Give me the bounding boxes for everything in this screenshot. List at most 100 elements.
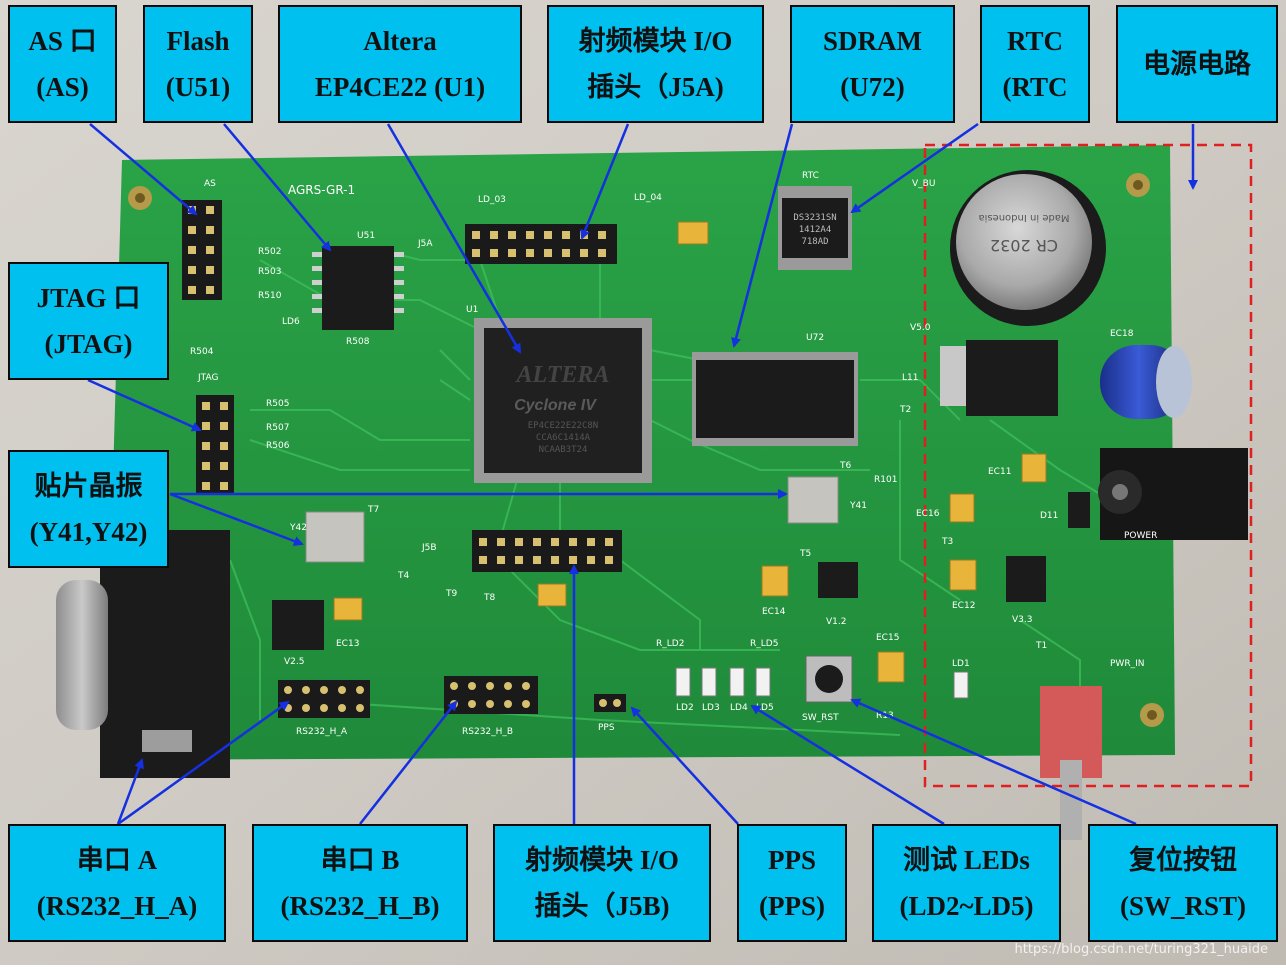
svg-text:T1: T1 [1035, 641, 1047, 651]
power-regulator [940, 340, 1058, 416]
svg-text:LD1: LD1 [952, 659, 970, 669]
svg-text:V3.3: V3.3 [1012, 615, 1032, 625]
label-as-line1: AS 口 [28, 26, 97, 56]
reset-button-part [805, 655, 853, 703]
label-flash: Flash (U51) [143, 5, 253, 123]
test-leds [675, 667, 969, 699]
svg-text:1412A4: 1412A4 [799, 225, 832, 235]
svg-text:CCA6C1414A: CCA6C1414A [536, 433, 591, 443]
label-as-line2: (AS) [36, 72, 89, 102]
label-serial-b: 串口 B (RS232_H_B) [252, 824, 468, 942]
label-flash-line1: Flash [166, 26, 230, 56]
label-leds: 测试 LEDs (LD2~LD5) [872, 824, 1061, 942]
svg-text:AS: AS [204, 179, 216, 189]
label-sdram-line1: SDRAM [823, 26, 922, 56]
label-j5a: 射频模块 I/O 插头（J5A) [547, 5, 764, 123]
label-jtag: JTAG 口 (JTAG) [8, 262, 169, 380]
small-regulators [272, 492, 1090, 650]
label-serial-a: 串口 A (RS232_H_A) [8, 824, 226, 942]
label-as: AS 口 (AS) [8, 5, 117, 123]
svg-text:LD4: LD4 [730, 703, 748, 713]
svg-text:SW_RST: SW_RST [802, 713, 839, 723]
label-crystals-line1: 贴片晶振 [34, 471, 143, 501]
svg-text:RTC: RTC [802, 171, 819, 181]
svg-text:T4: T4 [397, 571, 409, 581]
svg-text:R507: R507 [266, 423, 289, 433]
coin-battery: Made in Indonesia CR 2032 [950, 170, 1106, 326]
svg-text:T7: T7 [367, 505, 379, 515]
label-fpga: Altera EP4CE22 (U1) [278, 5, 522, 123]
rtc-chip: DS3231SN 1412A4 718AD [778, 186, 852, 270]
as-header [182, 200, 222, 300]
svg-text:V5.0: V5.0 [910, 323, 931, 333]
svg-text:U1: U1 [466, 305, 478, 315]
svg-text:ALTERA: ALTERA [515, 362, 610, 388]
svg-text:Made in Indonesia: Made in Indonesia [978, 212, 1069, 223]
label-serial-b-line1: 串口 B [320, 845, 400, 875]
label-flash-line2: (U51) [165, 72, 231, 102]
svg-text:718AD: 718AD [801, 237, 828, 247]
svg-text:AGRS-GR-1: AGRS-GR-1 [288, 183, 355, 197]
svg-text:Y42: Y42 [289, 523, 307, 533]
flash-chip [312, 246, 404, 330]
svg-text:T8: T8 [483, 593, 495, 603]
label-fpga-line2: EP4CE22 (U1) [314, 72, 486, 102]
svg-text:R502: R502 [258, 247, 281, 257]
svg-text:DS3231SN: DS3231SN [793, 213, 836, 223]
svg-text:V1.2: V1.2 [826, 617, 846, 627]
svg-text:EC11: EC11 [988, 467, 1011, 477]
rs232-b-header [444, 676, 538, 714]
rs232-a-header [278, 680, 370, 718]
label-sdram-line2: (U72) [840, 72, 905, 102]
svg-text:EC15: EC15 [876, 633, 899, 643]
label-j5a-line2: 插头（J5A) [587, 72, 724, 102]
j5b-header [472, 530, 622, 572]
label-reset-line2: (SW_RST) [1119, 891, 1247, 921]
svg-text:CR 2032: CR 2032 [990, 236, 1058, 255]
label-serial-b-line2: (RS232_H_B) [280, 891, 440, 921]
svg-text:R504: R504 [190, 347, 214, 357]
j5a-header [465, 224, 617, 264]
power-circuit-outline [923, 143, 1253, 788]
svg-text:LD2: LD2 [676, 703, 694, 713]
label-j5a-line1: 射频模块 I/O [578, 26, 733, 56]
label-reset: 复位按钮 (SW_RST) [1088, 824, 1278, 942]
label-j5b-line2: 插头（J5B) [534, 891, 670, 921]
svg-text:Cyclone IV: Cyclone IV [514, 397, 597, 414]
fpga-chip: ALTERA Cyclone IV EP4CE22E22C8N CCA6C141… [474, 318, 652, 483]
svg-text:EC16: EC16 [916, 509, 940, 519]
label-pps-line1: PPS [767, 845, 816, 875]
label-jtag-line1: JTAG 口 [36, 283, 141, 313]
label-pps: PPS (PPS) [737, 824, 847, 942]
callout-arrows [87, 122, 1198, 826]
svg-text:V2.5: V2.5 [284, 657, 304, 667]
label-sdram: SDRAM (U72) [790, 5, 955, 123]
svg-text:J5A: J5A [417, 239, 433, 249]
svg-text:D11: D11 [1040, 511, 1058, 521]
svg-text:U72: U72 [806, 333, 824, 343]
svg-text:RS232_H_A: RS232_H_A [296, 727, 348, 737]
svg-text:R_LD5: R_LD5 [750, 639, 778, 649]
label-serial-a-line2: (RS232_H_A) [36, 891, 198, 921]
label-jtag-line2: (JTAG) [44, 329, 133, 359]
svg-text:Y41: Y41 [849, 501, 867, 511]
svg-text:T3: T3 [941, 537, 953, 547]
svg-text:R510: R510 [258, 291, 282, 301]
label-reset-line1: 复位按钮 [1129, 845, 1237, 875]
svg-text:NCAAB3T24: NCAAB3T24 [539, 445, 588, 455]
svg-text:LD6: LD6 [282, 317, 300, 327]
svg-text:EP4CE22E22C8N: EP4CE22E22C8N [528, 421, 598, 431]
svg-text:EC14: EC14 [762, 607, 786, 617]
silkscreen: AGRS-GR-1 AS U51 J5A LD_03 LD_04 RTC U1 … [190, 171, 1157, 737]
svg-text:LD5: LD5 [756, 703, 774, 713]
svg-text:JTAG: JTAG [197, 373, 218, 383]
db9-connector [56, 530, 230, 778]
electrolytic-capacitor [1100, 345, 1192, 419]
svg-text:PPS: PPS [598, 723, 615, 733]
label-crystals-line2: (Y41,Y42) [29, 517, 148, 547]
svg-text:V_BU: V_BU [912, 179, 935, 189]
label-rtc: RTC (RTC [980, 5, 1090, 123]
svg-text:R13: R13 [876, 711, 894, 721]
